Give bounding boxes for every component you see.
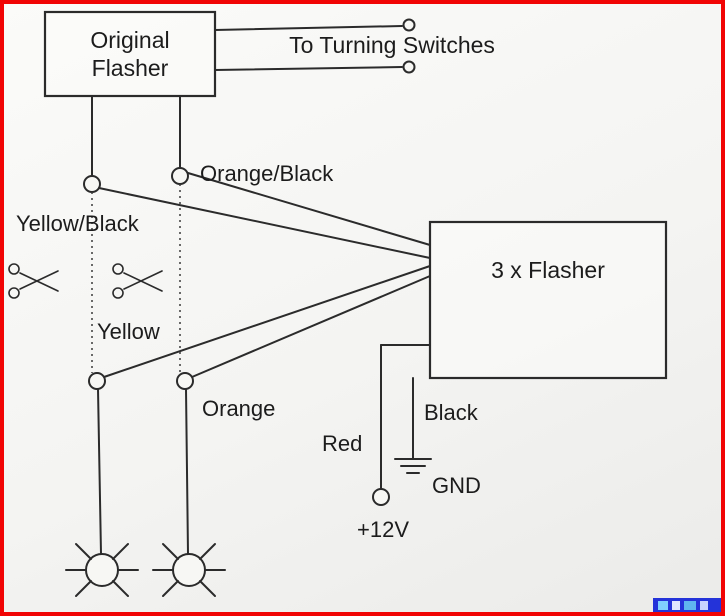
flasher-module-label: 3 x Flasher bbox=[491, 257, 605, 283]
flasher-module-rect bbox=[428, 220, 668, 380]
label-yellow: Yellow bbox=[97, 319, 160, 344]
label-black: Black bbox=[424, 400, 479, 425]
terminal-yellow bbox=[88, 372, 106, 390]
label-orange: Orange bbox=[202, 396, 275, 421]
ground-icon bbox=[394, 458, 432, 474]
original-flasher-rect bbox=[43, 10, 217, 98]
label-12v: +12V bbox=[357, 517, 409, 542]
lamp-icon bbox=[65, 543, 139, 597]
label-red: Red bbox=[322, 431, 362, 456]
original-flasher-label-line2: Flasher bbox=[92, 55, 169, 81]
watermark-logo bbox=[653, 598, 721, 613]
wire-yellow-black-to-flasher bbox=[98, 187, 431, 259]
wire-to-right-lamp bbox=[185, 388, 189, 555]
wire-orange-to-flasher bbox=[191, 275, 431, 378]
wire-orange-black-to-flasher bbox=[187, 172, 431, 246]
scissors-icon bbox=[8, 263, 59, 299]
original-flasher-box: Original Flasher bbox=[43, 10, 217, 98]
switch-terminal-bottom bbox=[402, 60, 416, 74]
scissors-icon bbox=[112, 263, 163, 299]
label-orange-black: Orange/Black bbox=[200, 161, 334, 186]
terminal-orange-black bbox=[171, 167, 189, 185]
wire-to-left-lamp bbox=[97, 388, 102, 555]
switch-terminal-top bbox=[402, 18, 416, 32]
terminal-orange bbox=[176, 372, 194, 390]
wire-to-switch-top bbox=[214, 25, 403, 31]
wire-yellow-to-flasher bbox=[103, 265, 431, 378]
wire-to-switch-bottom bbox=[214, 66, 403, 71]
label-gnd: GND bbox=[432, 473, 481, 498]
terminal-12v bbox=[372, 488, 390, 506]
terminal-yellow-black bbox=[83, 175, 101, 193]
label-yellow-black: Yellow/Black bbox=[16, 211, 140, 236]
original-flasher-label-line1: Original bbox=[90, 27, 169, 53]
turning-switches-label: To Turning Switches bbox=[289, 32, 495, 58]
lamp-icon bbox=[152, 543, 226, 597]
flasher-module-box: 3 x Flasher bbox=[428, 220, 668, 380]
